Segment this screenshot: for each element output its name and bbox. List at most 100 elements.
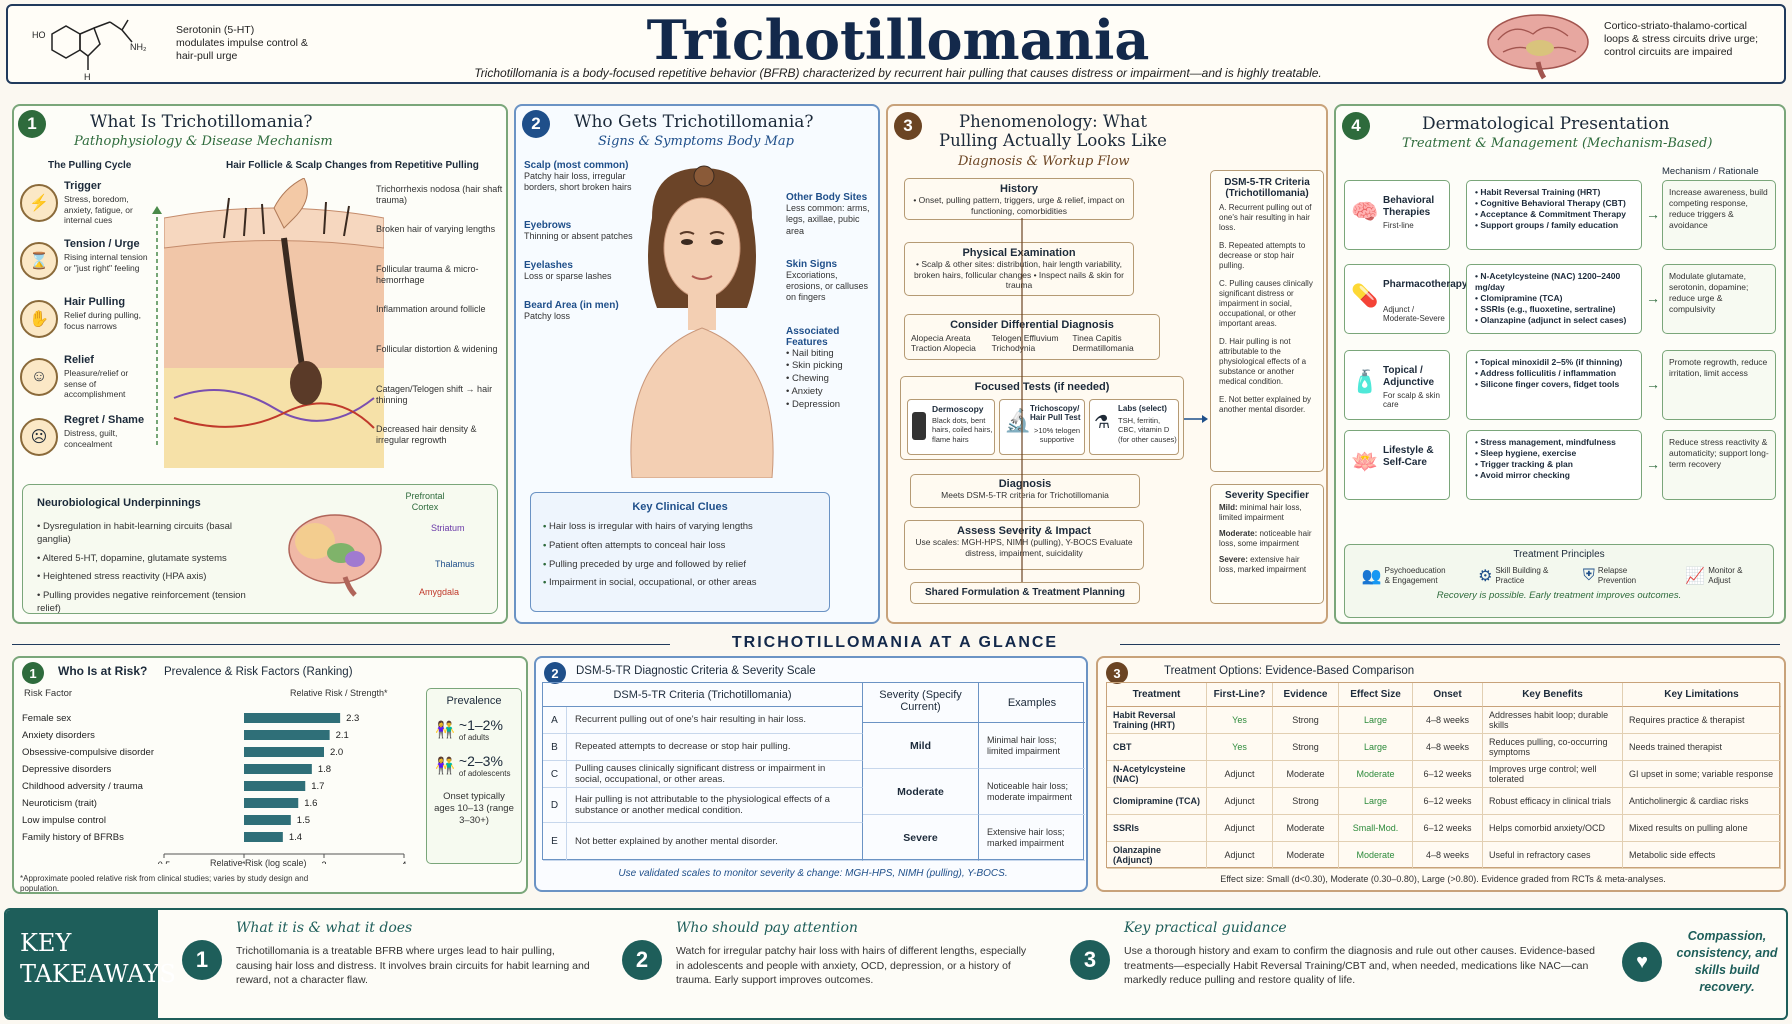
treat-mechanism: Modulate glutamate, serotonin, dopamine;… — [1662, 264, 1776, 334]
treat-item: Avoid mirror checking — [1475, 470, 1633, 481]
sign-eyebrows: Eyebrows — [524, 219, 572, 231]
serotonin-molecule-icon: HO NH₂ H — [32, 19, 147, 82]
spec-mild: Mild: — [1219, 503, 1238, 512]
flow-shared: Shared Formulation & Treatment Planning — [910, 582, 1140, 604]
treat-table-header: Onset — [1413, 683, 1483, 707]
flow-sev-title: Assess Severity & Impact — [957, 525, 1091, 537]
bottle-icon: 🧴 — [1351, 369, 1379, 394]
treat-arrow-icon: → — [1646, 456, 1660, 472]
dsm-row-text: Repeated attempts to decrease or stop ha… — [567, 734, 863, 761]
treat-mechanism: Promote regrowth, reduce irritation, lim… — [1662, 350, 1776, 420]
assoc-list: Nail biting Skin picking Chewing Anxiety… — [786, 348, 876, 412]
risk-value-label: 2.3 — [346, 713, 359, 724]
treat-category: 🪷Lifestyle & Self-Care — [1344, 430, 1450, 500]
panel3-title: Phenomenology: What Pulling Actually Loo… — [939, 112, 1167, 150]
treat-category-name: Lifestyle & Self-Care — [1383, 445, 1434, 468]
treat-table-header: Key Benefits — [1483, 683, 1623, 707]
dsm-item: A. Recurrent pulling out of one's hair r… — [1219, 203, 1312, 232]
treat-item: Clomipramine (TCA) — [1475, 293, 1633, 304]
panel-body-map: 2 Who Gets Trichotillomania? Signs & Sym… — [514, 104, 880, 624]
risk-value-label: 1.4 — [289, 832, 302, 843]
risk-category-label: Depressive disorders — [22, 764, 111, 775]
dsm-table-title: DSM-5-TR Diagnostic Criteria & Severity … — [576, 665, 816, 677]
clue-item: Impairment in social, occupational, or o… — [543, 577, 829, 590]
dsm-table-number: 2 — [544, 662, 566, 684]
spec-mild-desc: minimal hair loss, limited impairment — [1219, 503, 1302, 522]
spec-title: Severity Specifier — [1225, 490, 1309, 501]
risk-category-label: Childhood adversity / trauma — [22, 781, 144, 792]
assoc-title: Associated Features — [786, 325, 840, 348]
treat-item: N-Acetylcysteine (NAC) 1200–2400 mg/day — [1475, 271, 1633, 293]
treat-item: Olanzapine (adjunct in select cases) — [1475, 315, 1633, 326]
risk-tick-label: 0.5 — [158, 860, 171, 864]
flow-exam-title: Physical Examination — [962, 247, 1076, 259]
sign-eyelashes-desc: Loss or sparse lashes — [524, 270, 612, 281]
treat-mechanism: Increase awareness, build competing resp… — [1662, 180, 1776, 250]
prevalence-box: Prevalence 👫~1–2%of adults 👫~2–3%of adol… — [426, 688, 522, 864]
spec-moderate-desc: noticeable hair loss, some impairment — [1219, 529, 1312, 548]
panel2-title: Who Gets Trichotillomania? — [574, 112, 814, 132]
risk-value-label: 1.8 — [318, 764, 331, 775]
neuro-title: Neurobiological Underpinnings — [37, 497, 201, 509]
treat-table-cell: Helps comorbid anxiety/OCD — [1483, 815, 1623, 842]
treat-table-cell: Mixed results on pulling alone — [1623, 815, 1781, 842]
risk-value-label: 1.5 — [297, 815, 310, 826]
treat-item: Habit Reversal Training (HRT) — [1475, 187, 1633, 198]
treat-item: Cognitive Behavioral Therapy (CBT) — [1475, 198, 1633, 209]
serotonin-title: Serotonin (5-HT) — [176, 24, 255, 36]
principle-item: Psychoeducation & Engagement — [1384, 566, 1446, 585]
mol-ho: HO — [32, 30, 46, 40]
hourglass-icon: ⌛ — [20, 242, 58, 280]
sign-eyelashes: Eyelashes — [524, 259, 573, 271]
treat-table-cell: Habit Reversal Training (HRT) — [1107, 707, 1207, 734]
risk-value-label: 1.6 — [304, 798, 317, 809]
risk-number: 1 — [22, 662, 44, 684]
sign-scalp: Scalp (most common) — [524, 160, 629, 171]
cycle-urge-desc: Rising internal tension or "just right" … — [64, 252, 148, 273]
prevalence-adolescents-label: of adolescents — [458, 769, 511, 778]
cycle-regret-desc: Distress, guilt, concealment — [64, 428, 118, 449]
takeaway-title: What it is & what it does — [236, 920, 413, 936]
treat-item-list: N-Acetylcysteine (NAC) 1200–2400 mg/dayC… — [1475, 271, 1633, 326]
panel2-subtitle: Signs & Symptoms Body Map — [598, 134, 794, 149]
hand-pulling-icon: ✋ — [20, 300, 58, 338]
brain-label-pfc: Prefrontal Cortex — [405, 491, 445, 513]
dsm-table-note: Use validated scales to monitor severity… — [618, 868, 1008, 879]
treat-arrow-icon: → — [1646, 206, 1660, 222]
treat-category-sub: Adjunct / Moderate-Severe — [1383, 305, 1445, 323]
prevalence-adolescents: ~2–3% — [458, 753, 503, 769]
dsm-row-key: E — [543, 823, 567, 861]
cycle-title: The Pulling Cycle — [48, 160, 132, 171]
clinical-clues-box: Key Clinical Clues Hair loss is irregula… — [530, 492, 830, 612]
takeaways-final: Compassion, consistency, and skills buil… — [1676, 929, 1778, 994]
panel1-subtitle: Pathophysiology & Disease Mechanism — [74, 134, 333, 149]
treat-item: Acceptance & Commitment Therapy — [1475, 209, 1633, 220]
dsm-row-text: Pulling causes clinically significant di… — [567, 761, 863, 788]
treat-table-title: Treatment Options: Evidence-Based Compar… — [1164, 665, 1415, 677]
flow-shared-title: Shared Formulation & Treatment Planning — [924, 587, 1126, 598]
mol-h: H — [84, 72, 91, 82]
label-inflammation: Inflammation around follicle — [376, 304, 486, 314]
treat-category-sub: For scalp & skin care — [1383, 391, 1440, 409]
panel1-title: What Is Trichotillomania? — [90, 112, 313, 132]
label-density: Decreased hair density & irregular regro… — [376, 424, 477, 446]
mol-nh2: NH₂ — [130, 42, 147, 52]
sign-other-desc: Less common: arms, legs, axillae, pubic … — [786, 203, 870, 236]
treat-items: Stress management, mindfulnessSleep hygi… — [1466, 430, 1642, 500]
panel3-number: 3 — [894, 112, 922, 140]
clue-item: Pulling preceded by urge and followed by… — [543, 559, 829, 572]
treat-table-header: Evidence — [1273, 683, 1339, 707]
flow-history-desc: • Onset, pulling pattern, triggers, urge… — [913, 195, 1125, 216]
treat-table-header: Treatment — [1107, 683, 1207, 707]
label-follicular-trauma: Follicular trauma & micro-hemorrhage — [376, 264, 479, 286]
neuro-item: Heightened stress reactivity (HPA axis) — [37, 571, 267, 584]
hair-follicle-illustration — [164, 178, 384, 468]
assoc-item: Nail biting — [786, 348, 876, 361]
page-subtitle: Trichotillomania is a body-focused repet… — [474, 66, 1322, 80]
risk-panel: 1 Who Is at Risk? Prevalence & Risk Fact… — [12, 656, 528, 894]
test-dermoscopy-desc: Black dots, bent hairs, coiled hairs, fl… — [932, 416, 993, 444]
treat-table-cell: Small-Mod. — [1339, 815, 1413, 842]
treat-category-sub: First-line — [1383, 221, 1414, 230]
